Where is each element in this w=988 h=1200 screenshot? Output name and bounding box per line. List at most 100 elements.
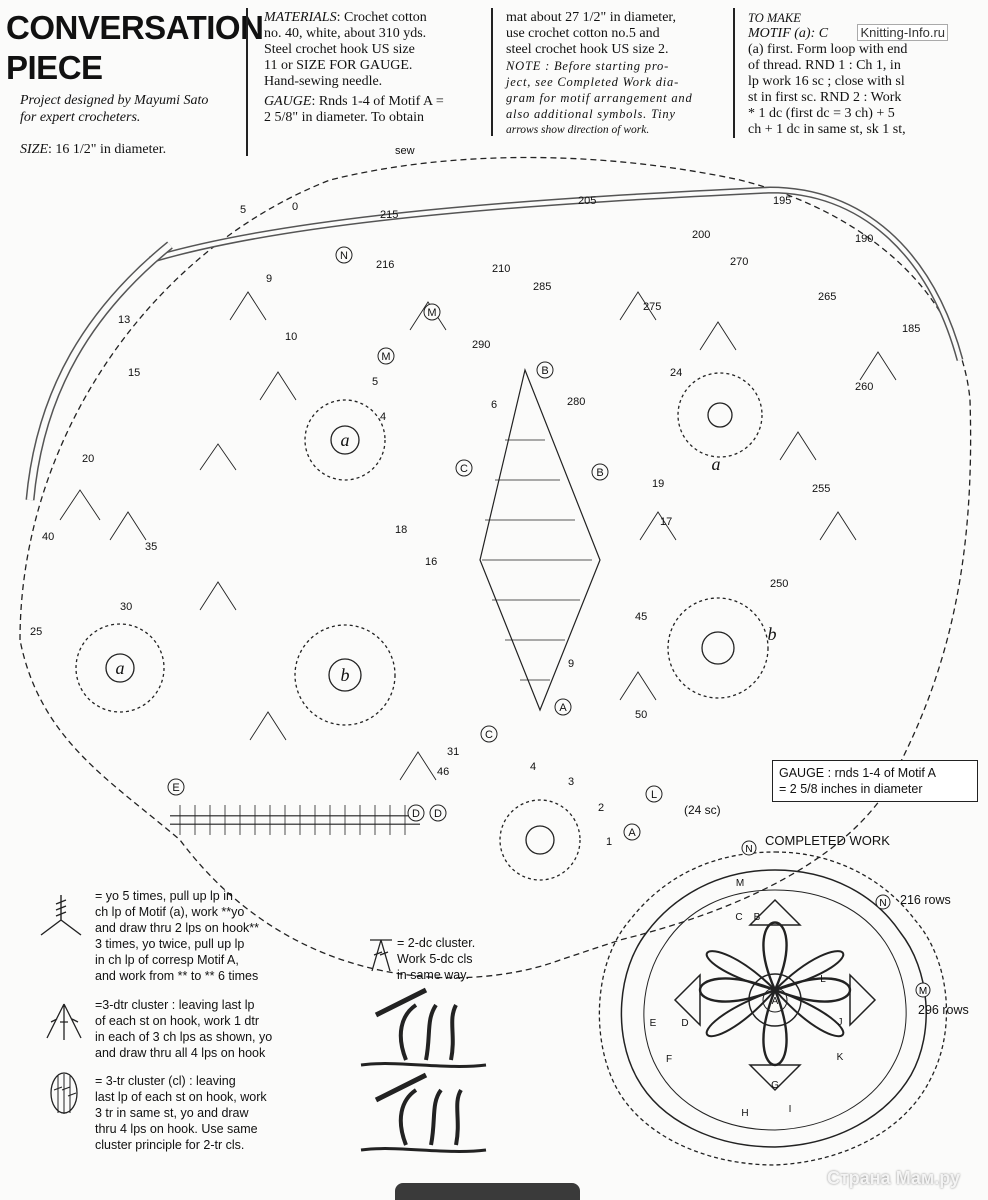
instructions-text: mat about 27 1/2" in diameter, [506,10,677,25]
legend-line: = yo 5 times, pull up lp in [95,889,233,903]
marker-c: C [460,463,468,475]
to-make-text: (a) first. Form loop with end [748,42,908,57]
row-number: 13 [118,314,130,326]
materials-text: : Crochet cotton [336,10,427,25]
row-number: 40 [42,531,54,543]
row-number: 9 [266,273,272,285]
legend-line: = 2-dc cluster. [397,936,476,950]
gauge-text: 2 5/8" in diameter. To obtain [264,110,425,125]
size-line: SIZE: 16 1/2" in diameter. [20,142,166,158]
footer-watermark: Страна Мам.ру [826,1168,960,1188]
to-make-text: lp work 16 sc ; close with sl [748,74,905,89]
row-number: 3 [568,776,574,788]
cw-letter: L [820,974,826,985]
legend-line: cluster principle for 2-tr cls. [95,1138,245,1152]
column-divider [491,8,493,136]
marker-m: M [427,307,436,319]
instructions-column: mat about 27 1/2" in diameter, use croch… [506,10,730,138]
designer-line-2: for expert crocheters. [20,110,141,125]
cw-letter: B [754,912,761,923]
row-number: 24 [670,367,682,379]
row-number: 25 [30,626,42,638]
row-number: 16 [425,556,437,568]
legend-yo5: = yo 5 times, pull up lp in ch lp of Mot… [95,888,259,984]
legend-line: and draw thru all 4 lps on hook [95,1046,266,1060]
cw-letter: D [681,1018,688,1029]
cw-marker-n: N [879,898,886,909]
cw-letter: F [666,1054,672,1065]
marker-c: C [485,729,493,741]
gauge-text: : Rnds 1-4 of Motif A = [311,94,444,109]
row-number: 285 [533,281,551,293]
marker-a: A [559,702,567,714]
size-value: : 16 1/2" in diameter. [48,142,167,157]
marker-e: E [172,782,179,794]
legend-line: in same way. [397,968,470,982]
cw-letter: I [789,1104,792,1115]
motif-a-top [304,399,386,481]
to-make-text: * 1 dc (first dc = 3 ch) + 5 [748,106,895,121]
row-number: 215 [380,209,398,221]
row-number: 45 [635,611,647,623]
row-number: 275 [643,301,661,313]
row-number: 260 [855,381,873,393]
column-divider [733,8,735,138]
column-divider [246,8,248,156]
to-make-text: MOTIF (a): C [748,26,829,41]
cw-letter: G [771,1080,779,1091]
cw-letter: H [741,1108,748,1119]
row-number: 255 [812,483,830,495]
cw-letter: A [772,996,779,1007]
row-number: 19 [652,478,664,490]
materials-text: 11 or SIZE FOR GAUGE. [264,58,413,73]
marker-l: L [651,789,657,801]
row-number: 17 [660,516,672,528]
sc-note: (24 sc) [684,803,721,817]
instructions-text: use crochet cotton no.5 and [506,26,660,41]
gauge-label: GAUGE [264,94,312,109]
legend-line: Work 5-dc cls [397,952,473,966]
row-number: 0 [292,201,298,213]
materials-column: MATERIALS: Crochet cotton no. 40, white,… [264,10,486,126]
yo5-symbol-icon [40,895,82,936]
rows-216-label: 216 rows [900,893,951,907]
legend-line: 3 tr in same st, yo and draw [95,1106,249,1120]
completed-work-diagram: A B C D E F G H I J K L M N N M [598,840,948,1166]
row-number: 185 [902,323,920,335]
materials-text: Hand-sewing needle. [264,74,383,89]
materials-text: Steel crochet hook US size [264,42,415,57]
tr-cluster-icon [50,1072,78,1114]
row-number: 190 [855,233,873,245]
cw-marker-m: M [919,986,927,997]
materials-text: no. 40, white, about 310 yds. [264,26,427,41]
row-number: 9 [568,658,574,670]
row-number: 5 [240,204,246,216]
dc-cluster-icon [370,939,392,972]
motif-label-a: a [116,658,125,678]
title-line-1: CONVERSATION [6,9,264,46]
gauge-box: GAUGE : rnds 1-4 of Motif A = 2 5/8 inch… [772,760,978,802]
designer-credit: Project designed by Mayumi Sato for expe… [20,92,240,126]
legend-line: = 3-tr cluster (cl) : leaving [95,1074,236,1088]
legend-line: in ch lp of corresp Motif A, [95,953,239,967]
cw-letter: E [650,1018,657,1029]
note-text: ject, see Completed Work dia- [506,75,680,89]
cw-letter: K [837,1052,844,1063]
note-text: also additional symbols. Tiny [506,107,676,121]
legend-line: in each of 3 ch lps as shown, yo [95,1030,273,1044]
crochet-chart: sew 5 0 215 205 200 195 190 185 216 210 … [19,145,972,979]
watermark-label: Knitting-Info.ru [857,24,948,41]
row-number: 20 [82,453,94,465]
legend-line: last lp of each st on hook, work [95,1090,267,1104]
row-number: 18 [395,524,407,536]
row-number: 200 [692,229,710,241]
dtr-cluster-icon [46,1003,82,1040]
note-text: gram for motif arrangement and [506,91,693,105]
marker-d: D [434,808,442,820]
cw-letter: J [838,1017,843,1028]
row-number: 35 [145,541,157,553]
marker-b: B [596,467,603,479]
sew-label: sew [395,145,415,157]
cw-letter: M [736,878,744,889]
row-number: 280 [567,396,585,408]
